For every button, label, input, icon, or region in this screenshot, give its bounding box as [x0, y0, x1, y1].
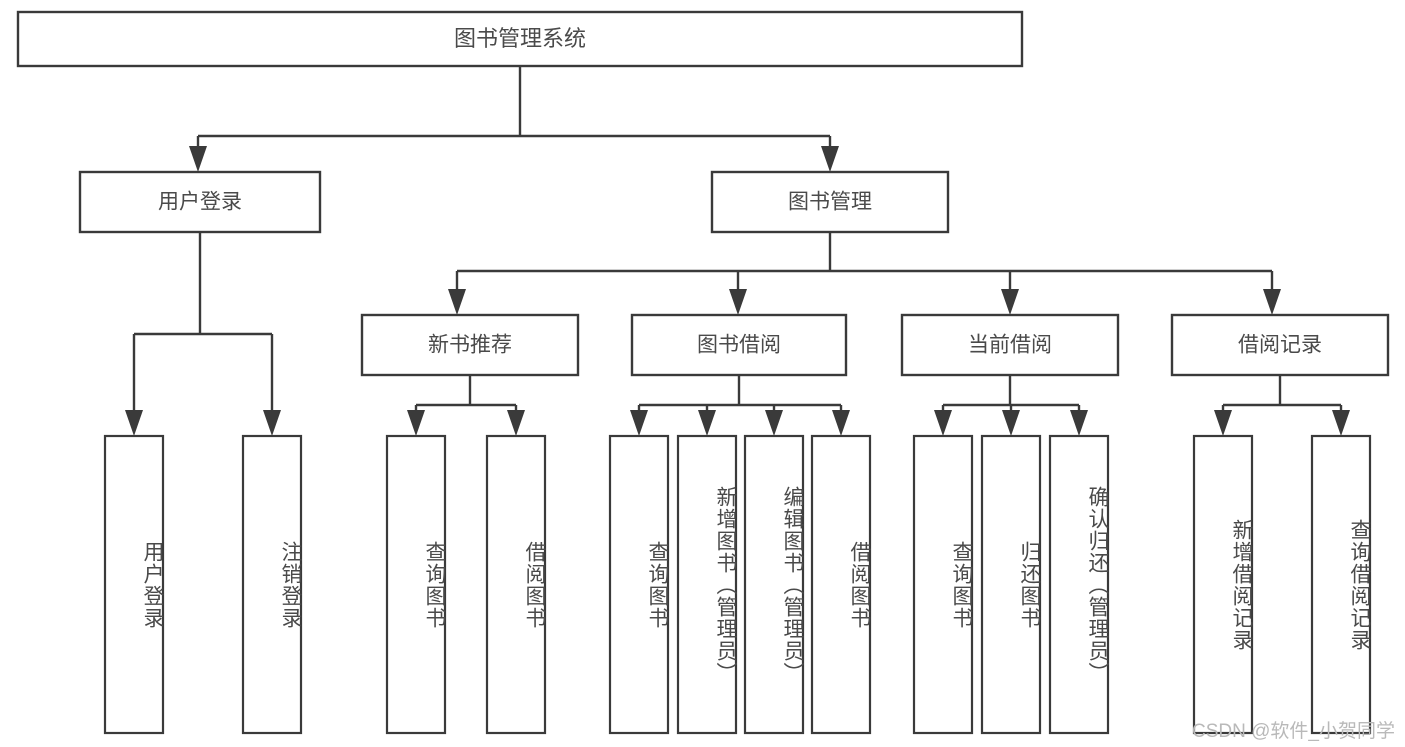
csdn-watermark: CSDN @软件_小贺同学 — [1192, 721, 1395, 742]
level2-arrow-0-head — [448, 289, 466, 315]
node-label-borrow-record: 借阅记录 — [1238, 334, 1322, 357]
user-login-leaf-arrow-1-head — [263, 410, 281, 436]
level2-arrow-2-head — [1001, 289, 1019, 315]
new-book-recommend-leaf-arrow-1-head — [507, 410, 525, 436]
node-box-leaf-confirm-return — [1048, 434, 1110, 735]
level2-arrow-1-head — [729, 289, 747, 315]
node-box-leaf-query-book-2 — [608, 434, 670, 735]
node-box-layer — [16, 10, 1390, 735]
node-box-root — [16, 10, 1024, 68]
level2-arrow-3-head — [1263, 289, 1281, 315]
node-box-leaf-edit-book — [743, 434, 805, 735]
node-box-new-book-recommend — [360, 313, 580, 377]
current-borrow-leaf-arrow-2-head — [1070, 410, 1088, 436]
level1-arrow-1-head — [821, 146, 839, 172]
node-box-leaf-query-record — [1310, 434, 1372, 735]
book-borrow-leaf-arrow-3-head — [832, 410, 850, 436]
node-box-leaf-borrow-book-2 — [810, 434, 872, 735]
node-label-new-book-recommend: 新书推荐 — [428, 334, 512, 357]
connector-layer — [125, 66, 1350, 436]
node-box-leaf-borrow-book-1 — [485, 434, 547, 735]
current-borrow-leaf-arrow-0-head — [934, 410, 952, 436]
book-borrow-leaf-arrow-1-head — [698, 410, 716, 436]
node-label-current-borrow: 当前借阅 — [968, 334, 1052, 357]
borrow-record-leaf-arrow-1-head — [1332, 410, 1350, 436]
node-box-leaf-return-book — [980, 434, 1042, 735]
node-box-leaf-query-book-3 — [912, 434, 974, 735]
user-login-leaf-arrow-0-head — [125, 410, 143, 436]
current-borrow-leaf-arrow-1-head — [1002, 410, 1020, 436]
node-box-user-login — [78, 170, 322, 234]
level1-arrow-0-head — [189, 146, 207, 172]
node-box-leaf-add-book — [676, 434, 738, 735]
book-borrow-leaf-arrow-0-head — [630, 410, 648, 436]
node-box-current-borrow — [900, 313, 1120, 377]
node-label-book-borrow: 图书借阅 — [697, 334, 781, 357]
node-box-book-borrow — [630, 313, 848, 377]
node-box-leaf-user-login — [103, 434, 165, 735]
node-box-leaf-query-book-1 — [385, 434, 447, 735]
node-box-leaf-logout — [241, 434, 303, 735]
new-book-recommend-leaf-arrow-0-head — [407, 410, 425, 436]
node-box-book-management — [710, 170, 950, 234]
node-label-root: 图书管理系统 — [454, 26, 586, 51]
node-box-borrow-record — [1170, 313, 1390, 377]
node-box-leaf-add-record — [1192, 434, 1254, 735]
node-label-book-management: 图书管理 — [788, 191, 872, 214]
book-borrow-leaf-arrow-2-head — [765, 410, 783, 436]
borrow-record-leaf-arrow-0-head — [1214, 410, 1232, 436]
node-label-user-login: 用户登录 — [158, 191, 242, 214]
